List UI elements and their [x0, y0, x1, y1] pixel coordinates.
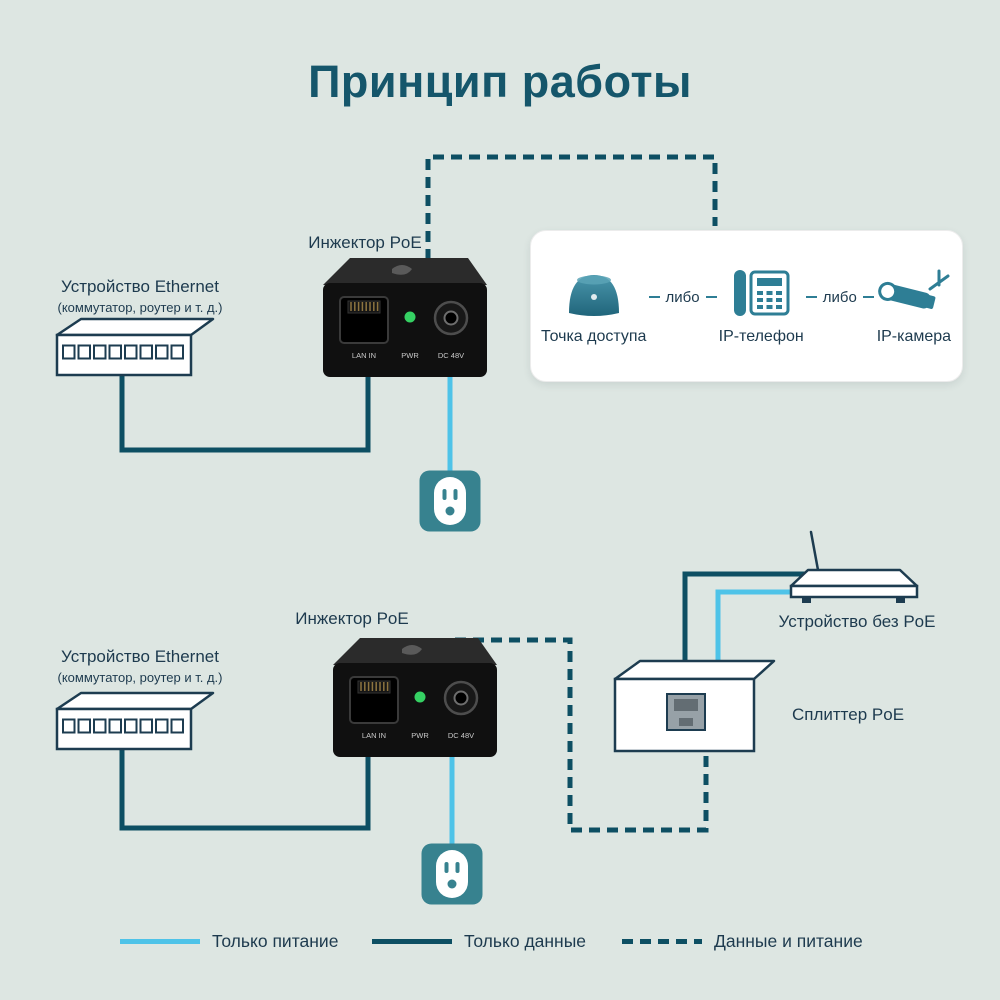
injector-label-top: Инжектор PoE — [308, 233, 422, 252]
non-poe-device-label: Устройство без PoE — [778, 612, 936, 631]
legend-item-data-only: Только данные — [372, 931, 586, 952]
legend-item-power-only: Только питание — [120, 931, 338, 952]
brand-logo-icon — [402, 645, 422, 655]
ethernet-device-label-bottom: Устройство Ethernet (коммутатор, роутер … — [30, 646, 250, 687]
legend-label-data-only: Только данные — [464, 931, 587, 951]
led-label: PWR — [411, 731, 429, 740]
switch-ports — [62, 344, 184, 360]
page-title: Принцип работы — [308, 56, 692, 107]
led-label: PWR — [401, 351, 419, 360]
injector-label-bottom: Инжектор PoE — [295, 609, 409, 628]
lan-port-label: LAN IN — [352, 351, 376, 360]
ip-phone-item: IP-телефон — [719, 267, 804, 346]
switch-top-face — [55, 317, 215, 337]
ethernet-device-title: Устройство Ethernet — [61, 647, 219, 666]
ip-phone-icon — [734, 269, 790, 316]
data-line-sample — [372, 939, 452, 944]
legend-item-data-and-power: Данные и питание — [622, 931, 863, 952]
poe-injector-device-top: LAN IN PWR DC 48V — [323, 258, 487, 377]
power-outlet-icon-top — [419, 470, 481, 532]
poe-injector-device-bottom: LAN IN PWR DC 48V — [333, 638, 497, 757]
splitter-top-face — [613, 659, 776, 681]
poe-splitter-device — [613, 659, 776, 753]
legend-label-data-and-power: Данные и питание — [714, 931, 863, 951]
power-line-sample — [120, 939, 200, 944]
lan-port-pins — [357, 680, 391, 694]
splitter-label: Сплиттер PoE — [792, 705, 905, 724]
access-point-label: Точка доступа — [541, 327, 647, 345]
router-front-face — [789, 584, 919, 599]
power-outlet-icon-bottom — [421, 843, 483, 905]
dc-port-label: DC 48V — [448, 731, 474, 740]
ethernet-device-subtitle: (коммутатор, роутер и т. д.) — [57, 670, 223, 686]
dc-port-pin — [453, 690, 469, 706]
power-led — [414, 691, 426, 703]
powered-devices-card: Точка доступа либо IP-телефон либо — [530, 230, 963, 382]
top-data-line — [119, 374, 371, 453]
ethernet-switch-icon-top — [55, 317, 215, 377]
splitter-to-router-power-line — [715, 589, 800, 662]
ip-phone-label: IP-телефон — [718, 327, 804, 345]
top-data-power-line — [425, 154, 718, 260]
brand-logo-icon — [392, 265, 412, 275]
ip-camera-item: IP-камера — [876, 267, 952, 346]
lan-port-pin-lines — [360, 682, 389, 691]
legend-label-power-only: Только питание — [212, 931, 339, 951]
dc-port-pin — [443, 310, 459, 326]
splitter-to-router-data-line — [682, 571, 812, 662]
access-point-icon — [568, 274, 619, 316]
splitter-lan-port — [666, 693, 706, 731]
data-power-line-sample — [622, 939, 702, 944]
switch-top-face — [55, 691, 215, 711]
router-antenna — [809, 530, 820, 572]
lan-port-label: LAN IN — [362, 731, 386, 740]
injector-to-splitter-data-power-line — [455, 637, 709, 833]
switch-ports — [62, 718, 184, 734]
non-poe-device-icon — [789, 530, 919, 603]
ip-camera-icon — [878, 269, 950, 309]
ethernet-device-subtitle: (коммутатор, роутер и т. д.) — [57, 300, 223, 316]
power-led — [404, 311, 416, 323]
or-separator-1: либо — [649, 289, 717, 324]
router-top-face — [789, 568, 919, 588]
lan-port-pin-lines — [350, 302, 379, 311]
access-point-item: Точка доступа — [541, 267, 646, 346]
lan-port-pins — [347, 300, 381, 314]
ip-camera-label: IP-камера — [876, 327, 952, 345]
router-foot — [896, 597, 905, 603]
ethernet-switch-icon-bottom — [55, 691, 215, 751]
bottom-data-line — [119, 746, 371, 831]
or-separator-2: либо — [806, 289, 874, 324]
ethernet-device-title: Устройство Ethernet — [61, 277, 219, 296]
ethernet-device-label-top: Устройство Ethernet (коммутатор, роутер … — [30, 276, 250, 317]
dc-port-label: DC 48V — [438, 351, 464, 360]
router-foot — [802, 597, 811, 603]
